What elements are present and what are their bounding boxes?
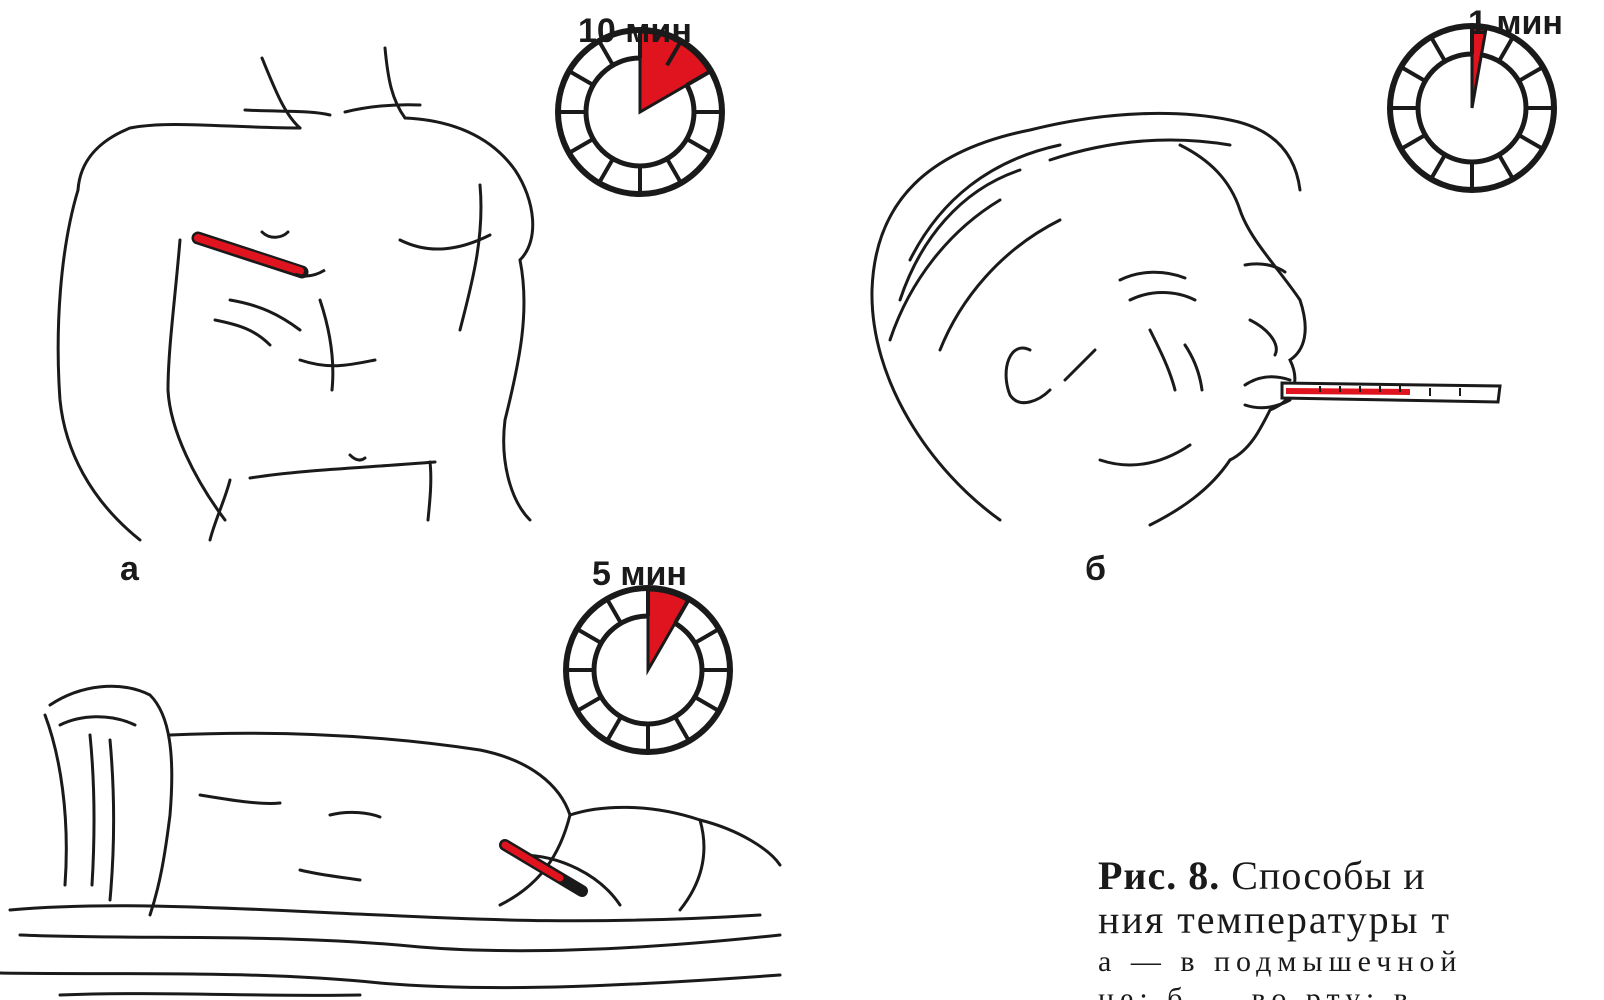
- timer-label: 10 мин: [578, 12, 692, 51]
- timer-dial-icon: [1388, 52, 1558, 192]
- caption-text: Способы и: [1231, 854, 1425, 898]
- caption-line: а — в подмышечной: [1098, 942, 1604, 982]
- timer-label: 1 мин: [1468, 4, 1563, 43]
- panel-c-rectal: 5 мин: [0, 555, 800, 1000]
- timer-dial-icon: [560, 590, 740, 770]
- timer-dial-icon: [552, 62, 732, 182]
- caption-line: Рис. 8. Способы и: [1098, 854, 1604, 898]
- caption-figure-label: Рис. 8.: [1098, 854, 1220, 898]
- panel-b-oral: 1 мин б: [850, 0, 1604, 600]
- panel-a-axillary: 10 мин а: [0, 0, 780, 600]
- thermometer-rectal: [505, 845, 582, 891]
- timer-label: 5 мин: [592, 555, 687, 594]
- thermometer-oral: [1282, 383, 1500, 402]
- caption-line: ния температуры т: [1098, 898, 1604, 942]
- caption-line: не; б — во рту; в —: [1098, 982, 1604, 1000]
- thermometer-axillary: [198, 238, 302, 272]
- panel-letter: б: [1085, 550, 1106, 589]
- figure-caption: Рис. 8. Способы и ния температуры т а — …: [1098, 854, 1604, 1000]
